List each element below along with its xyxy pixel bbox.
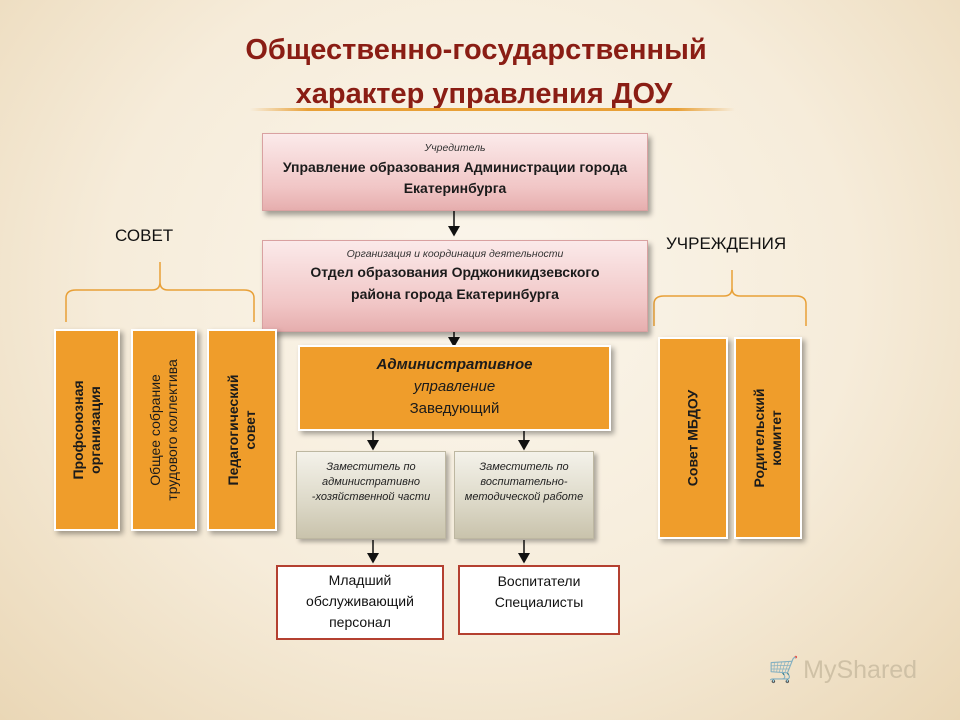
council-trade-union-line-1: Профсоюзная (70, 380, 86, 480)
deputy-text-2: Заместитель по воспитательно-методическо… (464, 461, 584, 503)
council-box-general-meeting: Общее собрание трудового коллектива (131, 329, 197, 531)
institution-box-parents-text: Родительский комитет (751, 389, 785, 488)
council-box-pedagogical-text: Педагогический совет (225, 375, 259, 486)
council-box-pedagogical: Педагогический совет (207, 329, 277, 531)
founder-text: Управление образования Администрации гор… (282, 159, 628, 196)
staff-text-1: Младший обслуживающий персонал (306, 572, 414, 630)
institution-parents-line-1: Родительский (751, 388, 767, 488)
admin-box: Административное управление Заведующий (298, 345, 611, 431)
council-general-meeting-line-2: трудового коллектива (164, 359, 180, 501)
title-line-1: Общественно-государственный (245, 34, 707, 66)
title-line-2: характер управления ДОУ (295, 78, 673, 110)
watermark-cart-icon: 🛒 (768, 656, 800, 684)
staff-box-1: Младший обслуживающий персонал (276, 565, 444, 640)
deputy-box-1: Заместитель по административно -хозяйств… (296, 451, 446, 539)
institutions-bracket (653, 270, 807, 326)
council-label: СОВЕТ (115, 226, 174, 245)
council-general-meeting-line-1: Общее собрание (147, 374, 163, 486)
deputy-box-2: Заместитель по воспитательно-методическо… (454, 451, 594, 539)
founder-box: Учредитель Управление образования Админи… (262, 133, 648, 211)
department-text: Отдел образования Орджоникидзевского рай… (310, 264, 600, 302)
council-trade-union-line-2: организация (87, 386, 103, 474)
staff-box-2: Воспитатели Специалисты (458, 565, 620, 635)
admin-line-2: управление (413, 378, 496, 395)
department-box: Организация и координация деятельности О… (262, 240, 648, 332)
admin-line-1: Административное (376, 356, 533, 373)
watermark-text: MyShared (803, 656, 918, 684)
council-bracket (65, 262, 255, 322)
institution-parents-line-2: комитет (768, 410, 784, 466)
title-underline (250, 108, 735, 111)
founder-caption: Учредитель (424, 142, 486, 154)
admin-line-3: Заведующий (409, 400, 500, 417)
institution-box-council: Совет МБДОУ (658, 337, 728, 539)
institution-box-parents: Родительский комитет (734, 337, 802, 539)
deputy-text-1: Заместитель по административно -хозяйств… (311, 461, 431, 503)
staff-text-2: Воспитатели Специалисты (494, 573, 584, 610)
department-caption: Организация и координация деятельности (346, 248, 564, 260)
council-box-general-meeting-text: Общее собрание трудового коллектива (147, 359, 181, 501)
institutions-label: УЧРЕЖДЕНИЯ (666, 234, 787, 253)
council-pedagogical-line-1: Педагогический (225, 374, 241, 486)
council-box-trade-union: Профсоюзная организация (54, 329, 120, 531)
council-pedagogical-line-2: совет (242, 410, 258, 450)
council-box-trade-union-text: Профсоюзная организация (70, 380, 104, 479)
watermark-logo: 🛒MyShared (768, 656, 917, 685)
institution-council-text: Совет МБДОУ (684, 389, 701, 487)
